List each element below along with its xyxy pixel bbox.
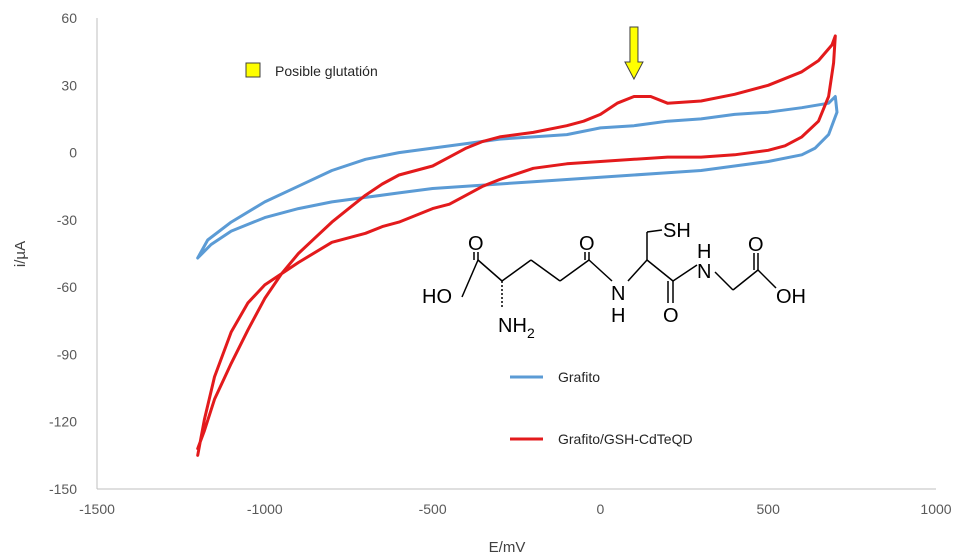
legend-label-grafito-gsh: Grafito/GSH-CdTeQD xyxy=(558,431,693,447)
series-layer xyxy=(196,34,839,457)
chem-h1: H xyxy=(611,305,625,327)
chem-o2: O xyxy=(579,233,595,255)
annotation-glutathione: Posible glutatión xyxy=(245,26,644,81)
x-tick-label: -500 xyxy=(419,501,447,517)
x-tick-label: 500 xyxy=(757,501,781,517)
y-tick-label: 60 xyxy=(61,10,77,26)
legend: Grafito Grafito/GSH-CdTeQD xyxy=(510,369,693,447)
chem-oh: OH xyxy=(776,286,806,308)
y-tick-label: -60 xyxy=(57,279,77,295)
y-tick-label: -150 xyxy=(49,481,77,497)
chem-o1: O xyxy=(468,233,484,255)
chem-o3: O xyxy=(748,234,764,256)
chem-n2: N xyxy=(697,261,711,283)
x-tick-label: -1500 xyxy=(79,501,115,517)
series-line-1 xyxy=(196,34,837,457)
x-axis-ticks: -1500 -1000 -500 0 500 1000 xyxy=(79,501,952,517)
y-tick-label: -30 xyxy=(57,212,77,228)
y-tick-label: -120 xyxy=(49,414,77,430)
chem-h2: H xyxy=(697,241,711,263)
glutathione-labels: SH O O O O HO OH N H N H NH 2 xyxy=(422,220,806,341)
chem-nh2-subscript: 2 xyxy=(527,325,535,341)
chem-n1: N xyxy=(611,283,625,305)
y-axis-ticks: -150 -120 -90 -60 -30 0 30 60 xyxy=(49,10,77,497)
glutathione-structure xyxy=(461,229,777,307)
x-tick-label: -1000 xyxy=(247,501,283,517)
y-tick-label: -90 xyxy=(57,346,77,362)
legend-label-grafito: Grafito xyxy=(558,369,600,385)
annotation-label: Posible glutatión xyxy=(275,63,378,79)
x-tick-label: 1000 xyxy=(920,501,951,517)
y-tick-label: 30 xyxy=(61,77,77,93)
chem-nh2: NH xyxy=(498,315,527,337)
plot-area xyxy=(96,18,936,490)
annotation-marker xyxy=(245,62,261,78)
x-tick-label: 0 xyxy=(597,501,605,517)
down-arrow-icon xyxy=(624,26,644,81)
chem-o4: O xyxy=(663,305,679,327)
y-tick-label: 0 xyxy=(69,145,77,161)
chem-sh: SH xyxy=(663,220,691,242)
y-axis-title: i/µA xyxy=(12,241,29,267)
x-axis-title: E/mV xyxy=(489,539,526,556)
series-line-0 xyxy=(196,95,839,260)
chem-ho: HO xyxy=(422,286,452,308)
